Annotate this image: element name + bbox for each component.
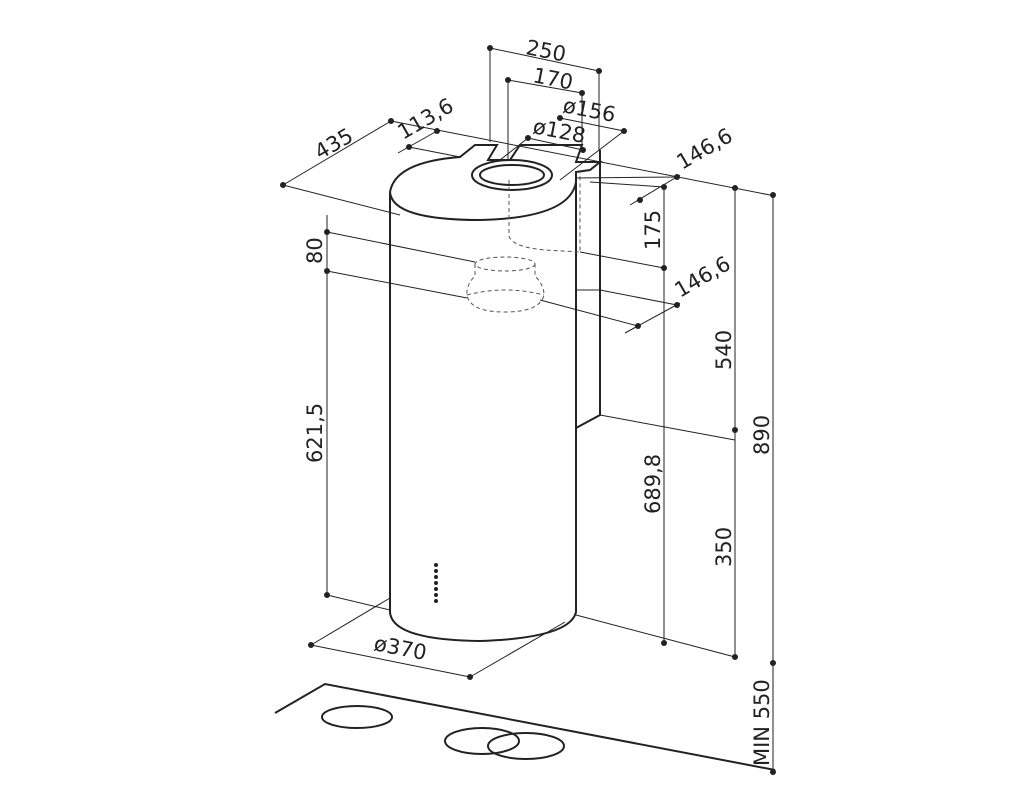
dim-146-6-mid: 146,6 xyxy=(671,251,735,302)
dimension-lines xyxy=(280,45,776,775)
dimension-dots xyxy=(280,45,776,775)
burner-mid xyxy=(444,727,520,755)
control-buttons xyxy=(434,563,438,603)
dim-175: 175 xyxy=(641,210,665,250)
dim-435: 435 xyxy=(311,123,358,164)
dim-350: 350 xyxy=(712,527,736,567)
dim-146-6-top: 146,6 xyxy=(673,123,737,174)
dim-890: 890 xyxy=(750,415,774,455)
hood-body xyxy=(388,144,603,643)
dim-80: 80 xyxy=(303,237,327,264)
dim-621-5: 621,5 xyxy=(303,403,327,463)
cooktop xyxy=(274,682,776,771)
dim-689-8: 689,8 xyxy=(641,454,665,514)
dim-170: 170 xyxy=(531,63,575,94)
dim-diameter: ø370 xyxy=(372,631,429,665)
burner-left xyxy=(321,705,393,729)
burner-right xyxy=(487,732,565,760)
dim-250: 250 xyxy=(524,35,568,66)
dim-113-6: 113,6 xyxy=(394,93,458,144)
dim-min-550: MIN 550 xyxy=(750,679,774,766)
dim-540: 540 xyxy=(712,330,736,370)
